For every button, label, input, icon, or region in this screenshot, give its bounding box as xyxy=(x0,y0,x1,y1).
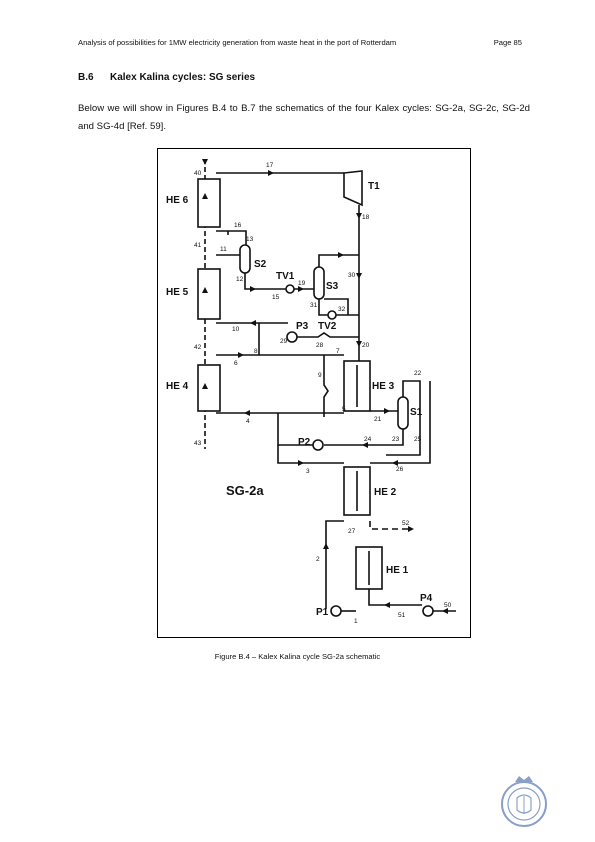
label-he5: HE 5 xyxy=(166,287,189,298)
stream-3: 3 xyxy=(306,468,310,475)
stream-25: 25 xyxy=(414,436,422,443)
section-heading: B.6 Kalex Kalina cycles: SG series xyxy=(78,72,255,83)
stream-7: 7 xyxy=(336,348,340,355)
label-s2: S2 xyxy=(254,259,267,270)
stream-8: 8 xyxy=(254,348,258,355)
figure-caption: Figure B.4 – Kalex Kalina cycle SG-2a sc… xyxy=(214,652,381,661)
section-number: B.6 xyxy=(78,72,94,83)
stream-21: 21 xyxy=(374,416,382,423)
stream-17: 17 xyxy=(266,162,274,169)
stream-18: 18 xyxy=(362,214,370,221)
stream-20: 20 xyxy=(362,342,370,349)
stream-6: 6 xyxy=(234,360,238,367)
cycle-name: SG-2a xyxy=(226,483,264,498)
label-s3: S3 xyxy=(326,281,339,292)
stream-10: 10 xyxy=(232,326,240,333)
label-tv1: TV1 xyxy=(276,271,295,282)
label-p4: P4 xyxy=(420,593,433,604)
stream-1: 1 xyxy=(354,618,358,625)
label-he1: HE 1 xyxy=(386,565,409,576)
stream-13: 13 xyxy=(246,236,254,243)
header-title: Analysis of possibilities for 1MW electr… xyxy=(78,38,397,47)
stream-26: 26 xyxy=(396,466,404,473)
stream-29: 29 xyxy=(280,338,288,345)
stream-41: 41 xyxy=(194,242,202,249)
stream-43: 43 xyxy=(194,440,202,447)
stream-5: 5 xyxy=(342,406,346,413)
label-t1: T1 xyxy=(368,181,380,192)
label-he6: HE 6 xyxy=(166,195,189,206)
stream-15: 15 xyxy=(272,294,280,301)
stream-12: 12 xyxy=(236,276,244,283)
university-crest-icon xyxy=(501,776,547,827)
stream-32: 32 xyxy=(338,306,346,313)
stream-22: 22 xyxy=(414,370,422,377)
stream-11: 11 xyxy=(220,246,227,253)
stream-23: 23 xyxy=(392,436,400,443)
schematic-diagram: HE 6 HE 5 HE 4 HE 3 HE 2 HE 1 T1 S1 S2 S… xyxy=(166,159,456,625)
label-p3: P3 xyxy=(296,321,309,332)
label-p2: P2 xyxy=(298,437,311,448)
label-tv2: TV2 xyxy=(318,321,337,332)
stream-19: 19 xyxy=(298,280,306,287)
schematic-figure: HE 6 HE 5 HE 4 HE 3 HE 2 HE 1 T1 S1 S2 S… xyxy=(157,148,471,638)
label-p1: P1 xyxy=(316,607,329,618)
label-he3: HE 3 xyxy=(372,381,395,392)
label-he2: HE 2 xyxy=(374,487,397,498)
stream-30: 30 xyxy=(348,272,356,279)
stream-24: 24 xyxy=(364,436,372,443)
stream-42: 42 xyxy=(194,344,202,351)
body-paragraph: Below we will show in Figures B.4 to B.7… xyxy=(78,103,530,132)
section-title: Kalex Kalina cycles: SG series xyxy=(110,72,256,83)
stream-51: 51 xyxy=(398,612,406,619)
stream-27: 27 xyxy=(348,528,356,535)
stream-31: 31 xyxy=(310,302,318,309)
stream-52: 52 xyxy=(402,520,410,527)
label-he4: HE 4 xyxy=(166,381,189,392)
stream-28: 28 xyxy=(316,342,324,349)
stream-9: 9 xyxy=(318,372,322,379)
label-s1: S1 xyxy=(410,407,423,418)
page-number: Page 85 xyxy=(493,38,522,47)
stream-4: 4 xyxy=(246,418,250,425)
stream-50: 50 xyxy=(444,602,452,609)
stream-2: 2 xyxy=(316,556,320,563)
stream-16: 16 xyxy=(234,222,242,229)
stream-40: 40 xyxy=(194,170,202,177)
